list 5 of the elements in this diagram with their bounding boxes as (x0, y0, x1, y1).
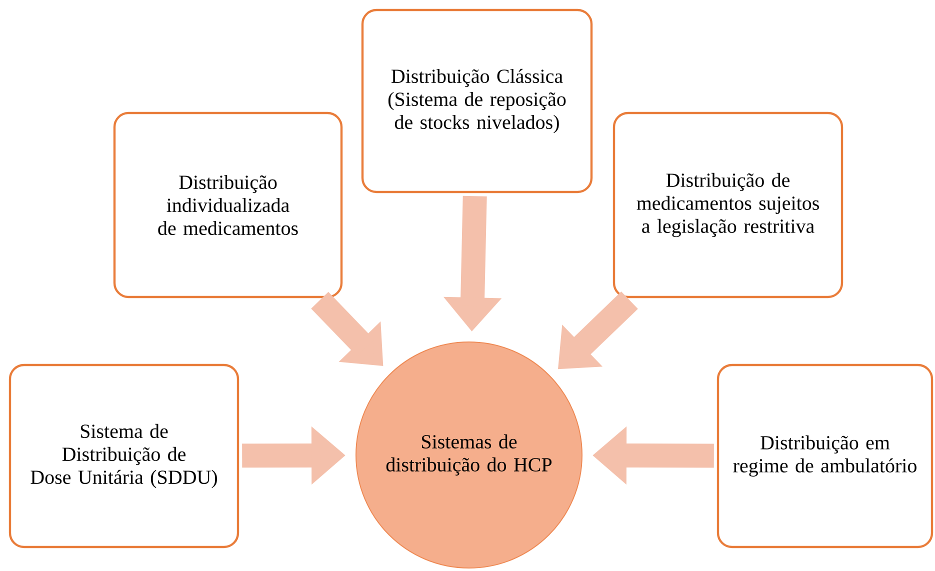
text-box: Distribuição individualizada de medicamentos (113, 112, 343, 298)
text-box: Sistema de Distribuição de Dose Unitária (SDDU) (8, 364, 240, 548)
text-box: Distribuição em regime de ambulatório (716, 364, 934, 548)
text-box: Distribuição Clássica (Sistema de reposição de stocks nivelados) (361, 8, 593, 194)
text-box: Distribuição de medicamentos sujeitos a legislação restritiva (612, 112, 844, 298)
